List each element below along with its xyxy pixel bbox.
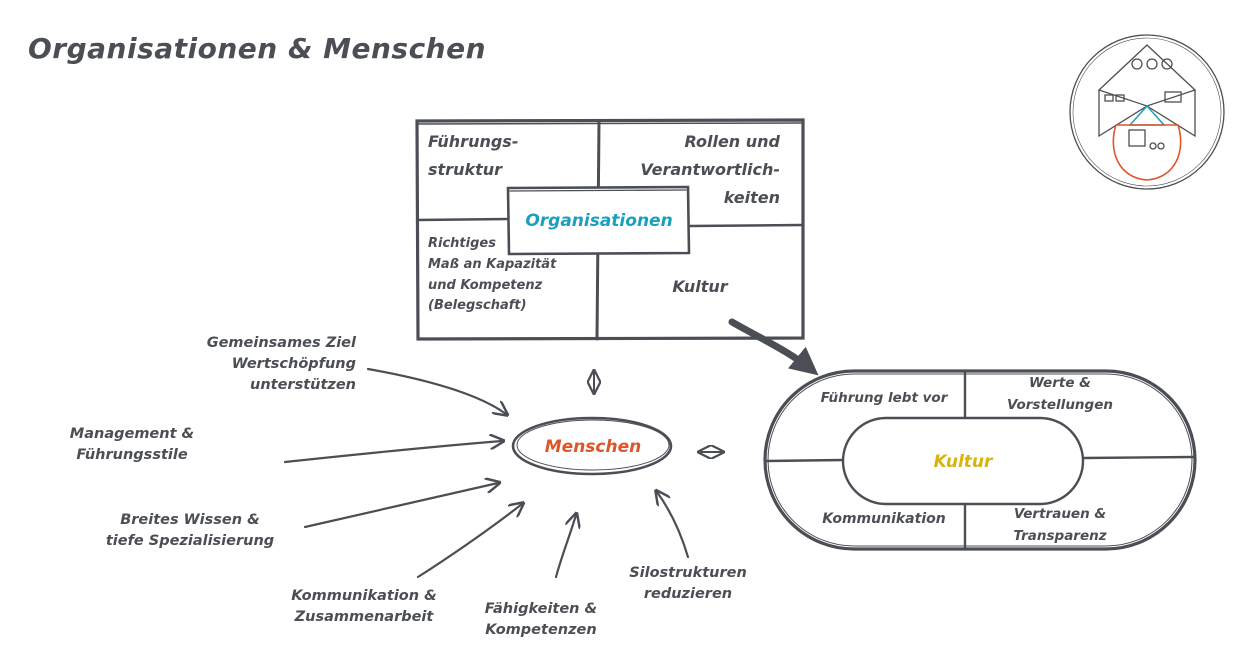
- page-title: Organisationen & Menschen: [28, 32, 487, 65]
- menschen-ellipse: [511, 416, 673, 476]
- organisation-box: [415, 118, 805, 341]
- factor-faehigkeiten: Fähigkeiten & Kompetenzen: [484, 601, 598, 639]
- arrow-factor-5: [554, 515, 576, 579]
- arrow-organisation-to-kultur: [728, 318, 819, 376]
- organisationen-label: Organisationen: [525, 211, 673, 231]
- factor-silostrukturen: Silostrukturen reduzieren: [629, 565, 747, 603]
- kultur-segment-werte: Werte & Vorstellungen: [1007, 375, 1113, 414]
- kultur-segment-fuehrung: Führung lebt vor: [820, 390, 948, 406]
- factor-management: Management & Führungsstile: [69, 426, 195, 464]
- factor-gemeinsames-ziel: Gemeinsames Ziel Wertschöpfung unterstüt…: [206, 335, 356, 394]
- arrow-factor-2: [283, 441, 502, 464]
- factor-breites-wissen: Breites Wissen & tiefe Spezialisierung: [105, 512, 275, 550]
- arrow-factor-6: [657, 492, 690, 559]
- kultur-center-label: Kultur: [933, 452, 993, 472]
- factor-kommunikation: Kommunikation & Zusammenarbeit: [291, 588, 437, 626]
- kultur-track: [763, 369, 1197, 551]
- arrow-factor-1: [366, 367, 506, 414]
- framework-logo: [1069, 34, 1225, 190]
- arrow-factor-3: [303, 483, 498, 529]
- quadrant-fuehrungsstruktur: Führungs- struktur: [428, 132, 519, 179]
- kultur-segment-kommunikation: Kommunikation: [822, 511, 946, 527]
- quadrant-kapazitaet: Richtiges Maß an Kapazität und Kompetenz…: [428, 236, 557, 314]
- arrow-factor-4: [416, 504, 522, 579]
- kultur-segment-vertrauen: Vertrauen & Transparenz: [1013, 506, 1107, 545]
- menschen-label: Menschen: [544, 437, 642, 457]
- quadrant-rollen: Rollen und Verantwortlich- keiten: [640, 132, 780, 207]
- quadrant-kultur: Kultur: [672, 277, 728, 296]
